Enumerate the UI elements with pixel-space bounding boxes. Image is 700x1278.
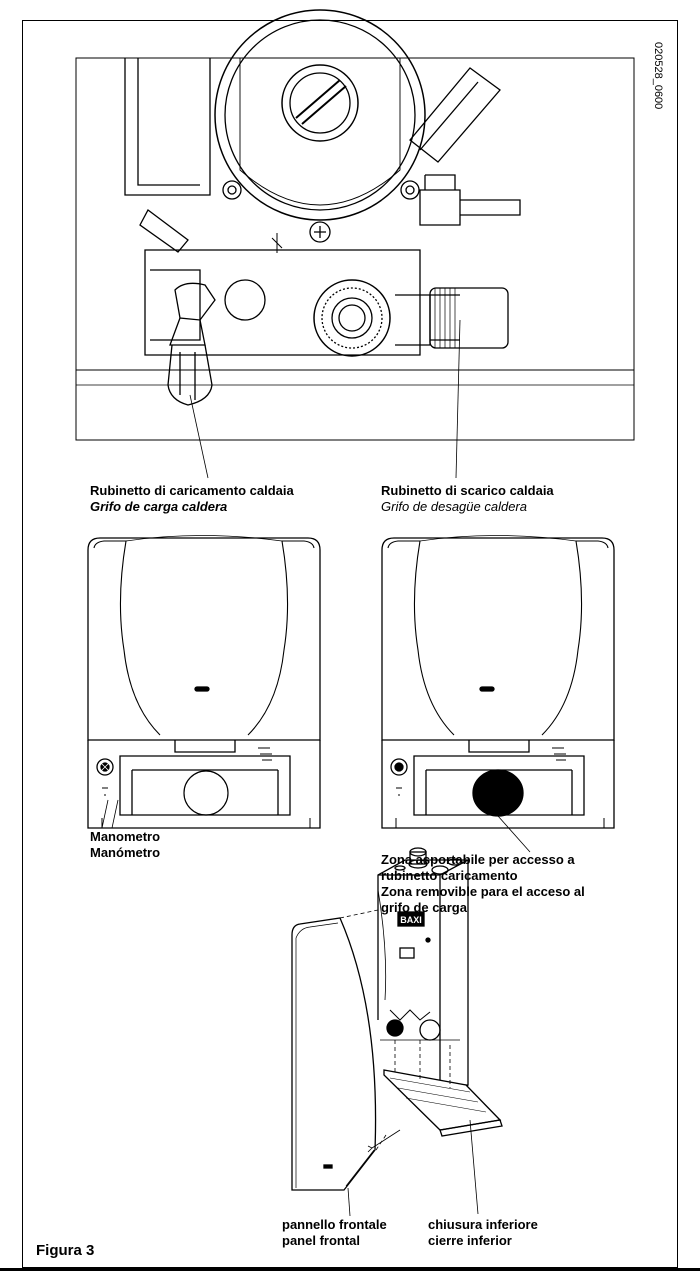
drain-tap-label-it: Rubinetto di scarico caldaia bbox=[381, 483, 554, 498]
fill-tap-callout: Rubinetto di caricamento caldaia Grifo d… bbox=[90, 483, 294, 515]
brand-badge: BAXI bbox=[400, 915, 422, 925]
drain-tap-callout: Rubinetto di scarico caldaia Grifo de de… bbox=[381, 483, 554, 515]
gauge-leader bbox=[101, 799, 119, 829]
removable-zone-leader bbox=[497, 815, 531, 853]
bottom-closure-label-es: cierre inferior bbox=[428, 1233, 512, 1248]
bottom-closure-leader bbox=[469, 1119, 479, 1215]
pressure-gauge-label-es: Manómetro bbox=[90, 845, 161, 860]
removable-zone-label-es-2: grifo de carga bbox=[381, 900, 467, 915]
bottom-closure-callout: chiusura inferiore cierre inferior bbox=[428, 1217, 538, 1249]
front-panel-callout: pannello frontale panel frontal bbox=[282, 1217, 387, 1249]
front-panel-label-it: pannello frontale bbox=[282, 1217, 387, 1232]
removable-zone-label-it-1: Zona asportabile per accesso a bbox=[381, 852, 575, 867]
valve-detail-view bbox=[75, 9, 635, 479]
drain-tap-leader bbox=[455, 319, 461, 479]
removable-zone-callout: Zona asportabile per accesso a rubinetto… bbox=[381, 852, 585, 916]
fill-tap-label-it: Rubinetto di caricamento caldaia bbox=[90, 483, 294, 498]
front-panel-label-es: panel frontal bbox=[282, 1233, 361, 1248]
drain-tap-label-es: Grifo de desagüe caldera bbox=[381, 499, 527, 514]
boiler-front-gauge-view bbox=[87, 535, 321, 829]
page-frame bbox=[22, 20, 678, 1268]
pressure-gauge-label-it: Manometro bbox=[90, 829, 161, 844]
bottom-rule bbox=[0, 1268, 700, 1271]
removable-zone-label-es-1: Zona removible para el acceso al bbox=[381, 884, 585, 899]
front-panel-leader bbox=[347, 1187, 351, 1217]
pressure-gauge-callout: Manometro Manómetro bbox=[90, 829, 160, 861]
removable-zone-label-it-2: rubinetto caricamento bbox=[381, 868, 518, 883]
boiler-front-removable-view bbox=[381, 535, 615, 853]
bottom-closure-label-it: chiusura inferiore bbox=[428, 1217, 538, 1232]
fill-tap-leader bbox=[189, 394, 209, 479]
figure-caption: Figura 3 bbox=[36, 1242, 95, 1259]
boiler-exploded-view: BAXI bbox=[291, 847, 503, 1217]
fill-tap-label-es: Grifo de carga caldera bbox=[90, 499, 228, 514]
